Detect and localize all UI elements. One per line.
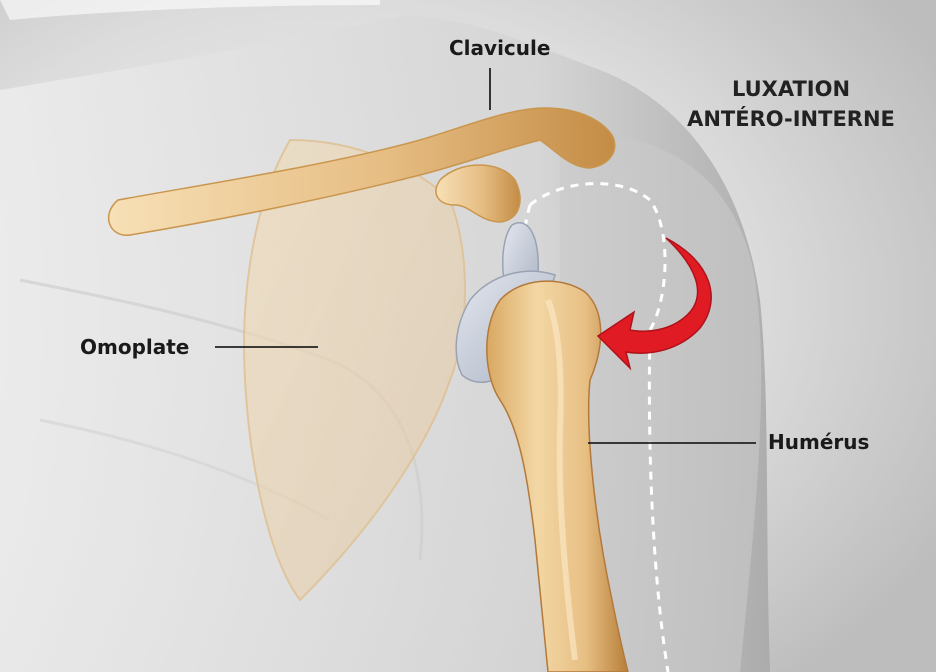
clavicle-label: Clavicule	[449, 38, 550, 58]
diagram-title: LUXATION ANTÉRO-INTERNE	[666, 74, 916, 134]
humerus-label: Humérus	[768, 432, 869, 452]
title-line-2: ANTÉRO-INTERNE	[666, 104, 916, 134]
scapula-label: Omoplate	[80, 337, 189, 357]
title-line-1: LUXATION	[666, 74, 916, 104]
